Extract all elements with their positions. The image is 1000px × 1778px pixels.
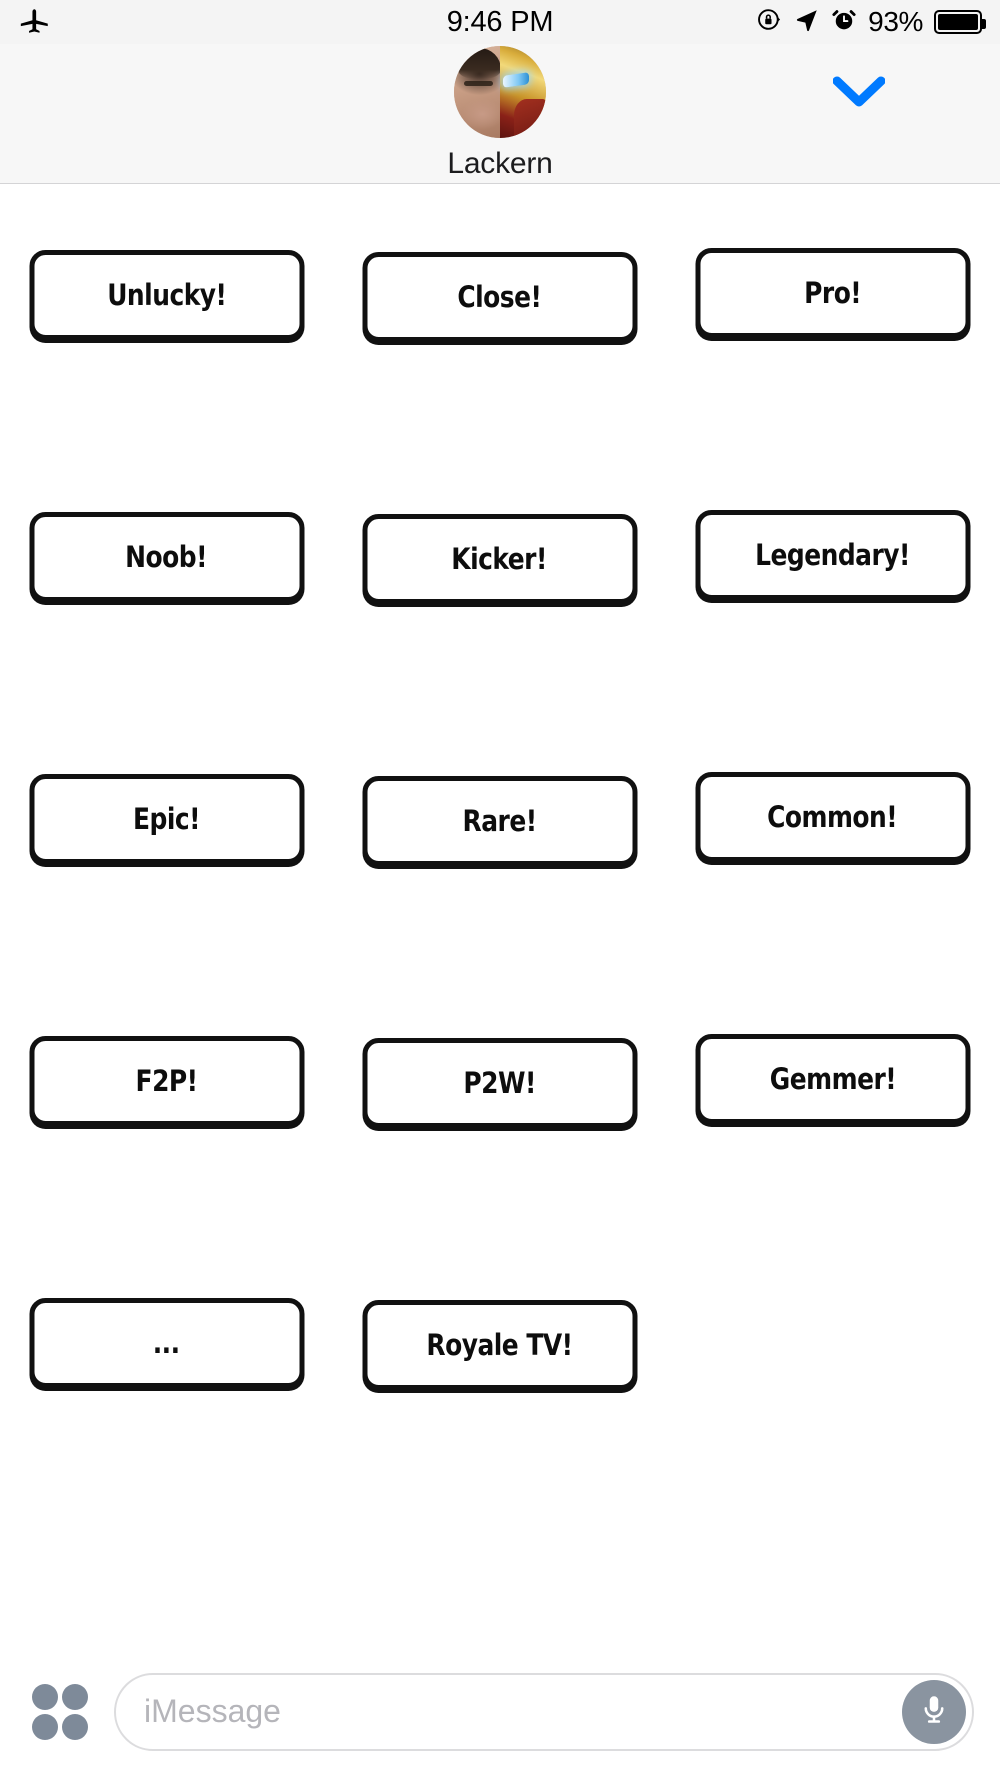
- collapse-header-button[interactable]: [830, 70, 888, 118]
- alarm-clock-icon: [831, 7, 857, 38]
- sticker-label: Royale TV!: [426, 1328, 573, 1362]
- sticker-label: Noob!: [125, 540, 208, 574]
- app-grid-dot: [62, 1683, 88, 1710]
- sticker-royale-tv[interactable]: Royale TV!: [362, 1300, 637, 1390]
- sticker-noob[interactable]: Noob!: [29, 512, 304, 602]
- sticker-cell-empty: [666, 1290, 999, 1552]
- microphone-icon: [917, 1692, 951, 1731]
- status-bar-right: 93%: [553, 6, 987, 38]
- sticker-row: Noob! Kicker! Legendary!: [0, 504, 1000, 766]
- app-grid-icon[interactable]: [32, 1683, 88, 1740]
- sticker-f2p[interactable]: F2P!: [29, 1036, 304, 1126]
- battery-full-icon: [934, 10, 987, 34]
- app-grid-dot: [32, 1713, 58, 1740]
- sticker-label: ...: [153, 1326, 180, 1360]
- sticker-common[interactable]: Common!: [695, 772, 970, 862]
- status-bar: 9:46 PM 93%: [0, 0, 1000, 44]
- sticker-cell: Legendary!: [666, 504, 999, 766]
- status-time: 9:46 PM: [446, 5, 554, 38]
- sticker-cell: Common!: [666, 766, 999, 1028]
- sticker-row: Unlucky! Close! Pro!: [0, 242, 1000, 504]
- battery-percent-label: 93%: [868, 6, 924, 37]
- sticker-label: Rare!: [462, 804, 537, 838]
- sticker-kicker[interactable]: Kicker!: [362, 514, 637, 604]
- sticker-cell: Kicker!: [333, 504, 666, 766]
- contact-header: Lackern: [0, 44, 1000, 184]
- sticker-cell: ...: [0, 1290, 333, 1552]
- dictation-button[interactable]: [902, 1679, 966, 1744]
- sticker-pro[interactable]: Pro!: [695, 248, 970, 338]
- message-input-container[interactable]: [114, 1672, 974, 1751]
- sticker-label: Common!: [767, 800, 898, 834]
- sticker-epic[interactable]: Epic!: [29, 774, 304, 864]
- sticker-label: Pro!: [803, 276, 862, 310]
- sticker-cell: Epic!: [0, 766, 333, 1028]
- contact-name: Lackern: [447, 147, 553, 180]
- sticker-rare[interactable]: Rare!: [362, 776, 637, 866]
- sticker-close[interactable]: Close!: [362, 252, 637, 342]
- app-grid-dot: [62, 1713, 88, 1740]
- sticker-cell: Noob!: [0, 504, 333, 766]
- sticker-label: Close!: [457, 280, 542, 314]
- contact-identity[interactable]: Lackern: [447, 46, 553, 181]
- status-bar-center: 9:46 PM: [447, 6, 554, 39]
- sticker-row: ... Royale TV!: [0, 1290, 1000, 1552]
- sticker-label: Unlucky!: [106, 278, 227, 312]
- sticker-label: P2W!: [463, 1066, 536, 1100]
- compose-bar: [0, 1645, 1000, 1778]
- sticker-label: Epic!: [132, 802, 201, 836]
- sticker-cell: Royale TV!: [333, 1290, 666, 1552]
- sticker-cell: Unlucky!: [0, 242, 333, 504]
- sticker-cell: P2W!: [333, 1028, 666, 1290]
- airplane-icon: [18, 3, 52, 42]
- sticker-ellipsis[interactable]: ...: [29, 1298, 304, 1388]
- sticker-label: F2P!: [135, 1064, 198, 1098]
- avatar[interactable]: [454, 46, 546, 138]
- sticker-label: Gemmer!: [769, 1062, 896, 1096]
- chevron-down-icon: [832, 75, 886, 114]
- sticker-row: Epic! Rare! Common!: [0, 766, 1000, 1028]
- sticker-cell: Close!: [333, 242, 666, 504]
- avatar-face-half: [454, 46, 502, 138]
- sticker-cell: F2P!: [0, 1028, 333, 1290]
- status-bar-left: [18, 3, 447, 42]
- location-arrow-icon: [794, 7, 820, 38]
- sticker-p2w[interactable]: P2W!: [362, 1038, 637, 1128]
- sticker-label: Kicker!: [451, 542, 548, 576]
- sticker-gemmer[interactable]: Gemmer!: [695, 1034, 970, 1124]
- sticker-label: Legendary!: [755, 538, 910, 572]
- message-input[interactable]: [144, 1693, 900, 1730]
- sticker-unlucky[interactable]: Unlucky!: [29, 250, 304, 340]
- app-grid-dot: [32, 1683, 58, 1710]
- sticker-pack-grid: Unlucky! Close! Pro! Noob! Kicker!: [0, 185, 1000, 1645]
- avatar-helmet-half: [500, 46, 546, 138]
- sticker-cell: Pro!: [666, 242, 999, 504]
- sticker-cell: Rare!: [333, 766, 666, 1028]
- sticker-row: F2P! P2W! Gemmer!: [0, 1028, 1000, 1290]
- sticker-legendary[interactable]: Legendary!: [695, 510, 970, 600]
- sticker-cell: Gemmer!: [666, 1028, 999, 1290]
- rotation-lock-icon: [756, 6, 783, 38]
